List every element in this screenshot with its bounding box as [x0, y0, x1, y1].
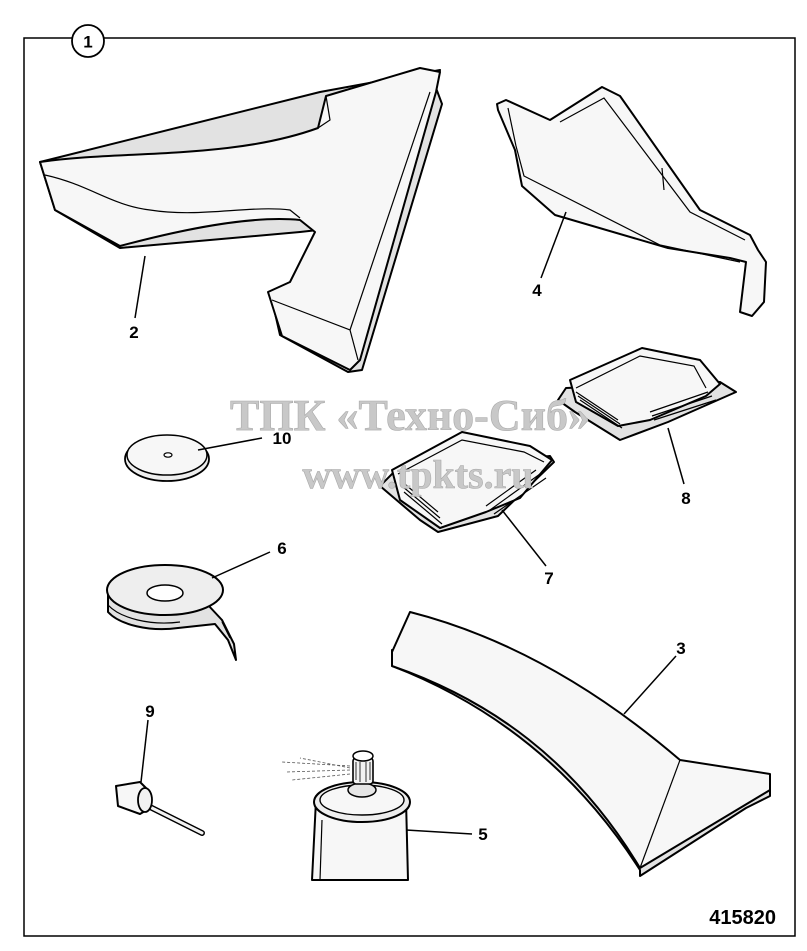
part-8-pad	[557, 347, 737, 441]
callout-2: 2	[129, 323, 138, 342]
part-3-curved-strip	[391, 611, 771, 877]
part-10-washer	[124, 434, 210, 482]
group-number-badge: 1	[71, 24, 105, 58]
callout-9: 9	[145, 702, 154, 721]
watermark: ТПК «Техно-Сиб» www.tpkts.ru	[230, 391, 591, 498]
callout-6: 6	[277, 539, 286, 558]
part-5-spray-can	[281, 750, 411, 881]
part-7-pad	[379, 431, 555, 533]
callout-4: 4	[532, 281, 542, 300]
watermark-url: www.tpkts.ru	[302, 452, 533, 497]
callout-8: 8	[681, 489, 690, 508]
part-4-angled-panel	[496, 86, 767, 317]
callout-5: 5	[478, 825, 487, 844]
callout-3: 3	[676, 639, 685, 658]
figure-id: 415820	[709, 907, 776, 929]
leader-lines	[134, 211, 685, 835]
callout-7: 7	[544, 569, 553, 588]
callout-10: 10	[273, 429, 292, 448]
callout-labels: 2 4 10 8 7 6 3 9 5	[129, 281, 690, 844]
part-9-rivet	[115, 781, 205, 836]
watermark-company: ТПК «Техно-Сиб»	[230, 391, 590, 440]
part-6-tape-roll	[106, 564, 237, 661]
group-number: 1	[83, 33, 92, 52]
part-2-curved-panel	[39, 67, 443, 373]
diagram-frame	[23, 37, 796, 937]
